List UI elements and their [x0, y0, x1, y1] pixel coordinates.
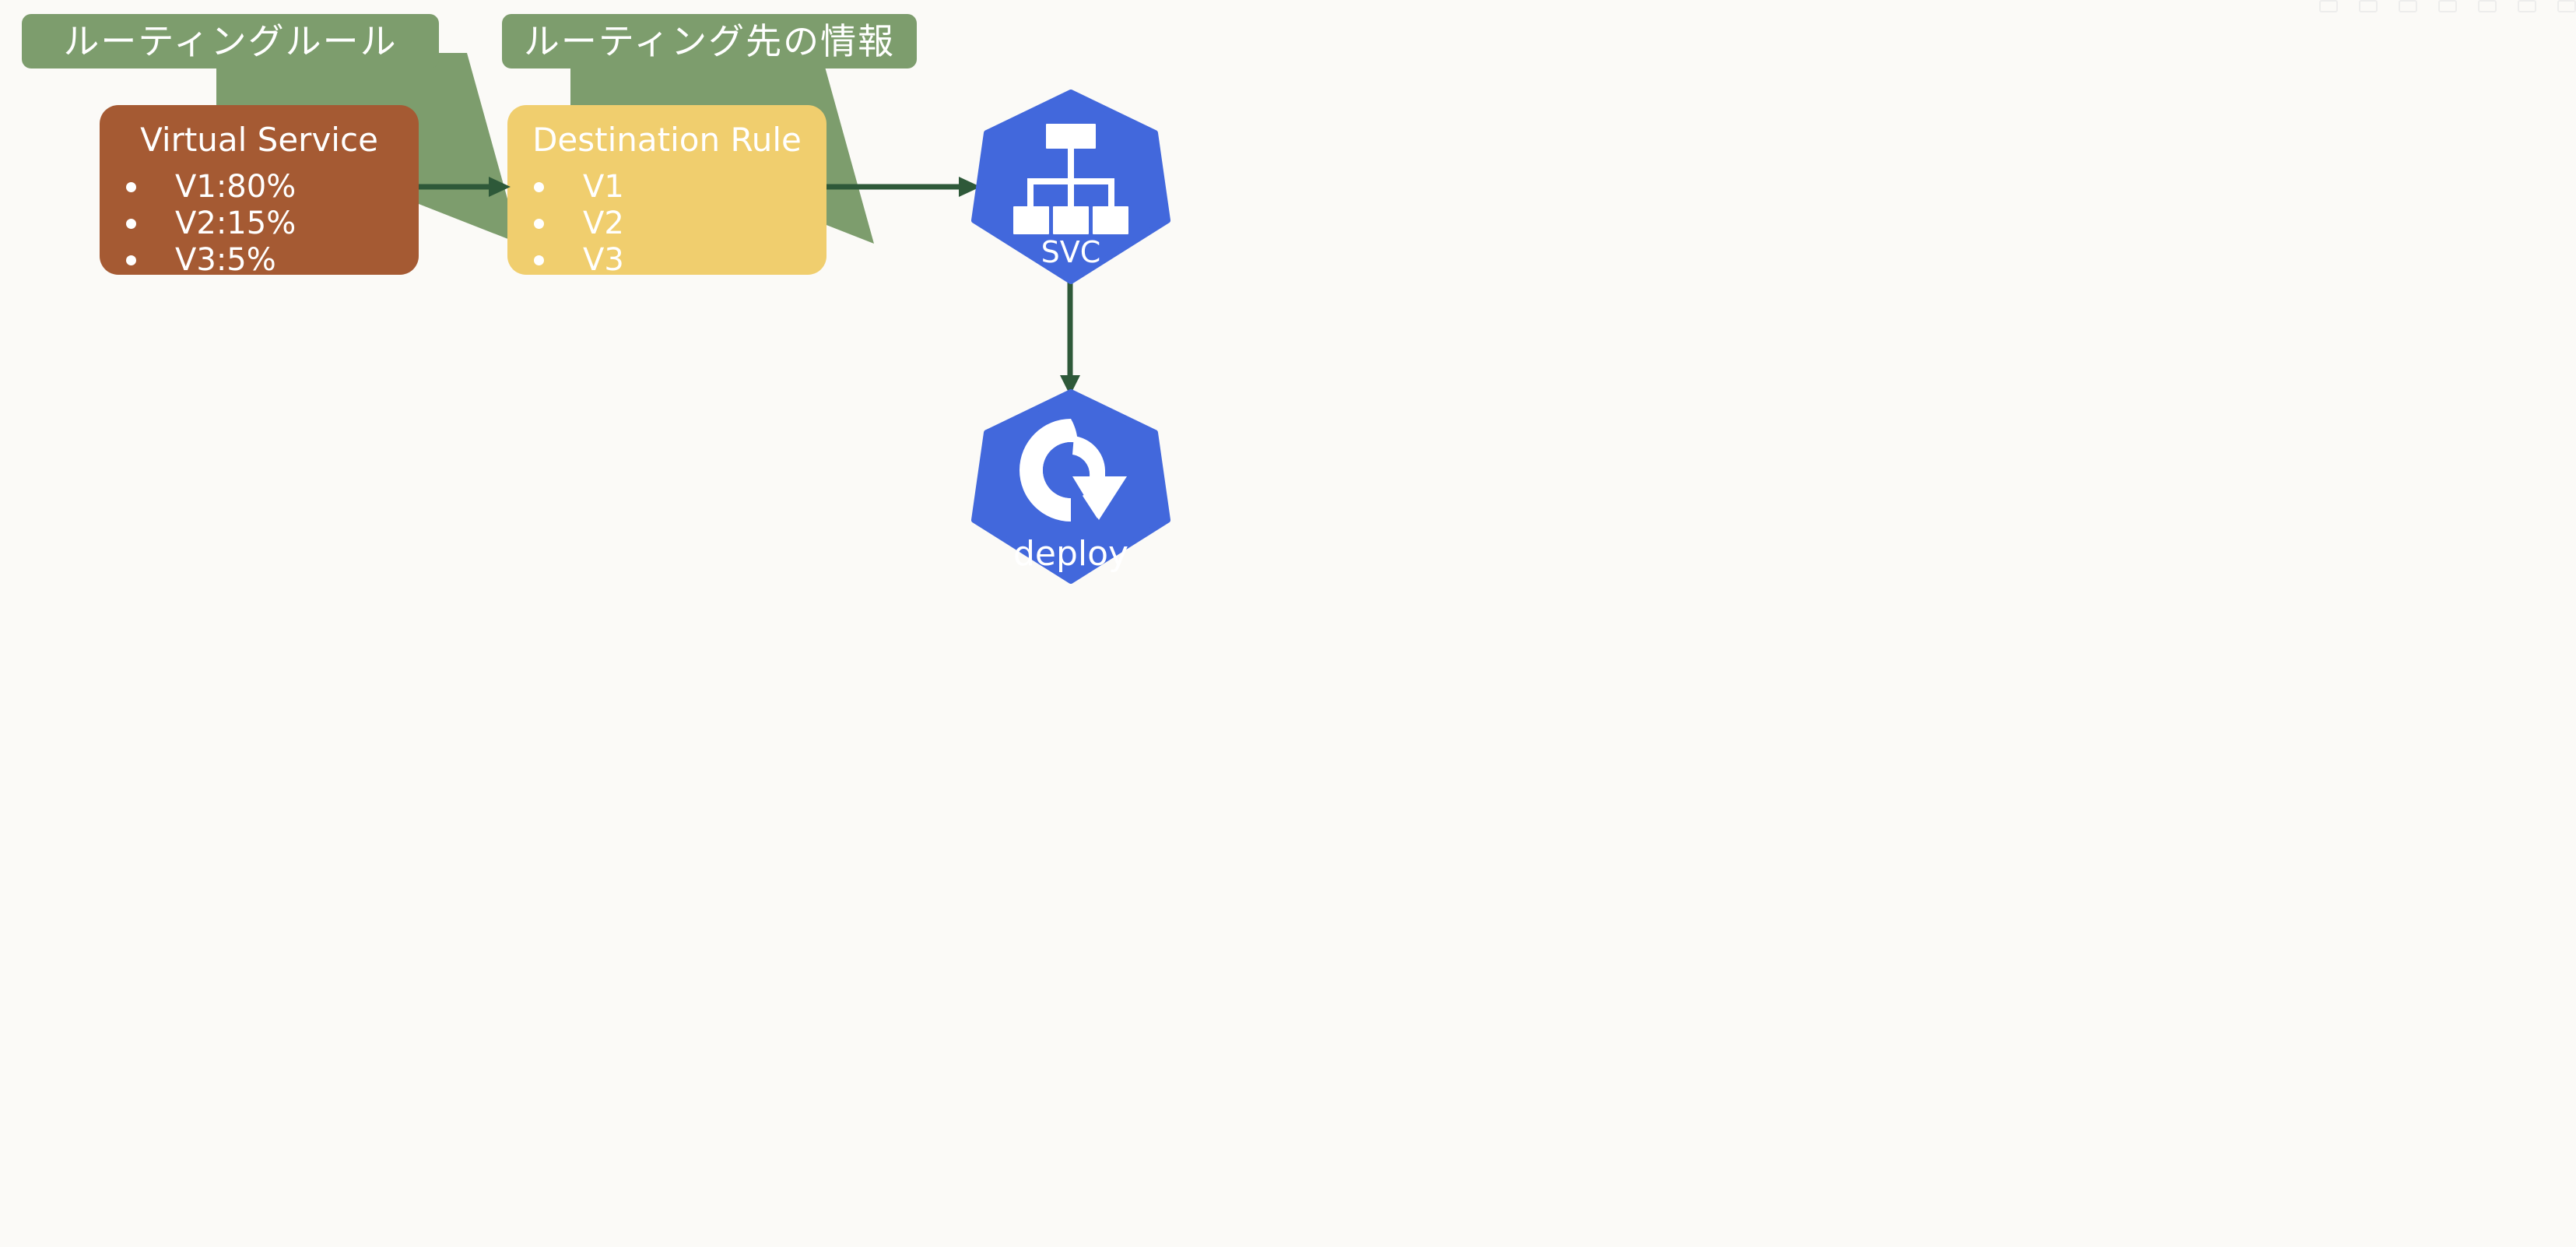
- virtual-service-title: Virtual Service: [140, 121, 378, 159]
- arrow-virtual-service-to-destination-rule: [419, 177, 511, 197]
- cropped-toolbar-ghost: [2319, 0, 2576, 12]
- callout-routing-destination-info-label: ルーティング先の情報: [523, 20, 896, 62]
- ghost-icon-3: [2399, 0, 2417, 12]
- ghost-icon-7: [2557, 0, 2576, 12]
- virtual-service-bullet-v3: V3:5%: [126, 242, 419, 278]
- virtual-service-bullet-v1: V1:80%: [126, 169, 419, 205]
- svc-node-label-text: SVC: [1041, 235, 1101, 269]
- arrow-destination-rule-to-svc: [826, 177, 981, 197]
- deploy-node-label-text: deploy: [1013, 534, 1128, 574]
- ghost-icon-5: [2478, 0, 2497, 12]
- bullet-dot-icon: [534, 255, 544, 265]
- callout-routing-rule-label: ルーティングルール: [63, 20, 398, 62]
- destination-rule-bullet-list: V1 V2 V3: [507, 169, 826, 278]
- svc-heptagon-shape: SVC: [971, 90, 1170, 284]
- k8s-node-deploy[interactable]: deploy: [971, 389, 1170, 584]
- callout-routing-rule: ルーティングルール: [22, 14, 520, 244]
- ghost-icon-2: [2359, 0, 2378, 12]
- bullet-dot-icon: [126, 255, 136, 265]
- bullet-dot-icon: [126, 181, 136, 192]
- destination-rule-box[interactable]: Destination Rule V1 V2 V3: [507, 105, 826, 278]
- callout-routing-destination-info-bubble: ルーティング先の情報: [502, 14, 917, 68]
- k8s-node-svc[interactable]: SVC: [971, 90, 1170, 284]
- ghost-icon-6: [2518, 0, 2536, 12]
- destination-rule-bullet-v3: V3: [534, 242, 826, 278]
- virtual-service-bullet-list: V1:80% V2:15% V3:5%: [100, 169, 419, 278]
- callout-routing-destination-info: ルーティング先の情報: [502, 14, 917, 244]
- ghost-icon-4: [2438, 0, 2457, 12]
- virtual-service-bullet-v2: V2:15%: [126, 205, 419, 241]
- destination-rule-bullet-v1-label: V1: [583, 169, 624, 205]
- bullet-dot-icon: [126, 218, 136, 229]
- virtual-service-bullet-v3-label: V3:5%: [175, 242, 276, 279]
- virtual-service-bullet-v2-label: V2:15%: [175, 205, 297, 242]
- deploy-heptagon-shape: deploy: [971, 389, 1170, 584]
- ghost-icon-1: [2319, 0, 2338, 12]
- k8s-service-hierarchy-icon: [1013, 124, 1128, 234]
- virtual-service-box[interactable]: Virtual Service V1:80% V2:15% V3:5%: [100, 105, 419, 278]
- k8s-deployment-rotate-arrow-icon: [1020, 419, 1127, 522]
- virtual-service-bullet-v1-label: V1:80%: [175, 169, 297, 205]
- destination-rule-bullet-v2-label: V2: [583, 205, 624, 242]
- bullet-dot-icon: [534, 218, 544, 229]
- destination-rule-title: Destination Rule: [532, 121, 802, 159]
- destination-rule-bullet-v2: V2: [534, 205, 826, 241]
- bullet-dot-icon: [534, 181, 544, 192]
- callout-routing-rule-bubble: ルーティングルール: [22, 14, 439, 68]
- destination-rule-bullet-v1: V1: [534, 169, 826, 205]
- destination-rule-bullet-v3-label: V3: [583, 242, 624, 279]
- arrow-svc-to-deploy: [1060, 280, 1080, 395]
